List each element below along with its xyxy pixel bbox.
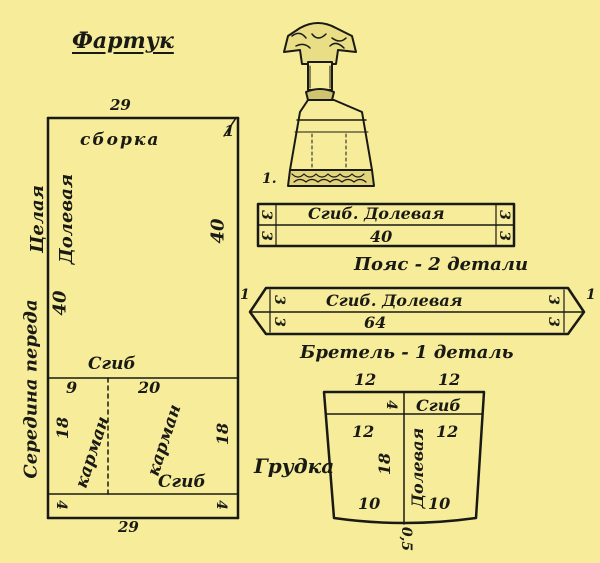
bib-mid-right: 12 <box>436 422 459 441</box>
belt-outline <box>258 204 514 246</box>
bib-caption: Грудка <box>254 454 335 478</box>
figure-number: 1. <box>262 171 277 187</box>
belt-edge-left-top: 3 <box>257 210 274 220</box>
bib-mid-left: 12 <box>352 422 375 441</box>
belt-edge-right-bottom: 3 <box>495 231 512 241</box>
apron-gather-label: сборка <box>80 130 161 150</box>
belt-edge-right-top: 3 <box>495 210 512 220</box>
strap-tip-right: 1 <box>586 287 596 303</box>
apron-bottom-width: 29 <box>118 518 139 536</box>
apron-share-vertical: Долевая <box>56 173 78 265</box>
bib-bottom-left: 10 <box>358 494 381 513</box>
apron-side-length: 40 <box>207 218 229 244</box>
strap-edge-right-top: 3 <box>544 295 561 305</box>
apron-top-width: 29 <box>110 96 131 114</box>
pocket-height-left: 18 <box>53 416 73 440</box>
bib-fold-height: 4 <box>382 400 399 410</box>
bib-share-vertical: Долевая <box>408 427 428 509</box>
apron-length-left: 40 <box>49 290 71 316</box>
apron-center-front: Середина переда <box>20 299 42 479</box>
strap-edge-right-bottom: 3 <box>544 317 561 327</box>
bib-fold-label: Сгиб <box>416 396 461 415</box>
page-title: Фартук <box>72 28 174 54</box>
apron-illustration <box>284 23 374 186</box>
belt-fold-label: Сгиб. Долевая <box>308 204 445 223</box>
strap-outline <box>250 288 584 334</box>
apron-panel-outline <box>48 118 238 518</box>
belt-edge-left-bottom: 3 <box>257 231 274 241</box>
strap-tip-left: 1 <box>240 287 250 303</box>
apron-top-corner: 1 <box>224 122 235 140</box>
pocket-left-width: 9 <box>66 378 78 397</box>
strap-fold-label: Сгиб. Долевая <box>326 291 463 310</box>
bib-top-right: 12 <box>438 370 461 389</box>
belt-caption: Пояс - 2 детали <box>354 254 529 275</box>
bib-height: 18 <box>375 452 395 476</box>
apron-fold-line: Сгиб <box>88 354 136 374</box>
strap-edge-left-top: 3 <box>270 295 287 305</box>
strap-length: 64 <box>364 313 387 332</box>
bib-bottom-drop: 0,5 <box>398 526 415 552</box>
strap-caption: Бретель - 1 деталь <box>300 342 514 363</box>
apron-hem-left: 4 <box>52 500 69 510</box>
pocket-height-right: 18 <box>213 422 233 446</box>
strap-edge-left-bottom: 3 <box>270 317 287 327</box>
pocket-right-width: 20 <box>138 378 161 397</box>
apron-fold-bottom: Сгиб <box>158 472 206 492</box>
belt-length: 40 <box>370 227 393 246</box>
apron-fold-whole: Целая <box>27 184 49 254</box>
bib-bottom-right: 10 <box>428 494 451 513</box>
bib-top-left: 12 <box>354 370 377 389</box>
apron-hem-right: 4 <box>212 500 229 510</box>
bib-outline <box>324 392 484 524</box>
